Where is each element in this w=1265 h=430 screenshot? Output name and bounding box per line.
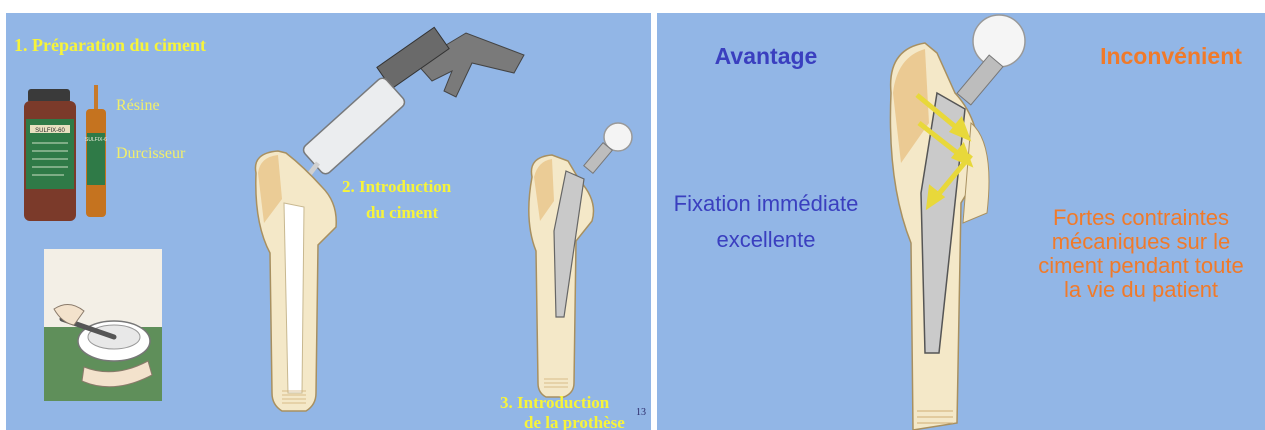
- left-slide: 1. Préparation du ciment SULFIX-60 SULFI…: [6, 13, 651, 430]
- advantage-title: Avantage: [691, 43, 841, 70]
- resin-label: Résine: [116, 97, 160, 115]
- vial-label: SULFIX-60: [35, 128, 65, 134]
- disadvantage-text-line3: ciment pendant toute: [1025, 253, 1257, 279]
- hardener-label: Durcisseur: [116, 145, 185, 163]
- step2-title-line2: du ciment: [366, 203, 438, 223]
- mixing-bowl-image: [44, 249, 162, 401]
- disadvantage-text-line2: mécaniques sur le: [1025, 229, 1257, 255]
- right-slide: Avantage Fixation immédiate excellente I…: [657, 13, 1265, 430]
- advantage-text-line1: Fixation immédiate: [657, 191, 881, 217]
- ampoule-label: SULFIX-6: [85, 137, 107, 143]
- step3-title-line1: 3. Introduction: [500, 393, 609, 413]
- disadvantage-title: Inconvénient: [1081, 43, 1261, 70]
- page-number: 13: [636, 407, 646, 418]
- advantage-text-line2: excellente: [657, 227, 881, 253]
- disadvantage-text-line4: la vie du patient: [1025, 277, 1257, 303]
- femur-prosthesis-stress-image: [867, 13, 1047, 430]
- step2-title-line1: 2. Introduction: [342, 177, 451, 197]
- femur-cement-step-image: [242, 143, 352, 423]
- step1-title: 1. Préparation du ciment: [14, 35, 206, 56]
- cement-bottle-image: SULFIX-60 SULFIX-6: [20, 81, 115, 231]
- disadvantage-text-line1: Fortes contraintes: [1025, 205, 1257, 231]
- step3-title-line2: de la prothèse: [524, 413, 625, 430]
- femur-prosthesis-step-image: [518, 121, 648, 401]
